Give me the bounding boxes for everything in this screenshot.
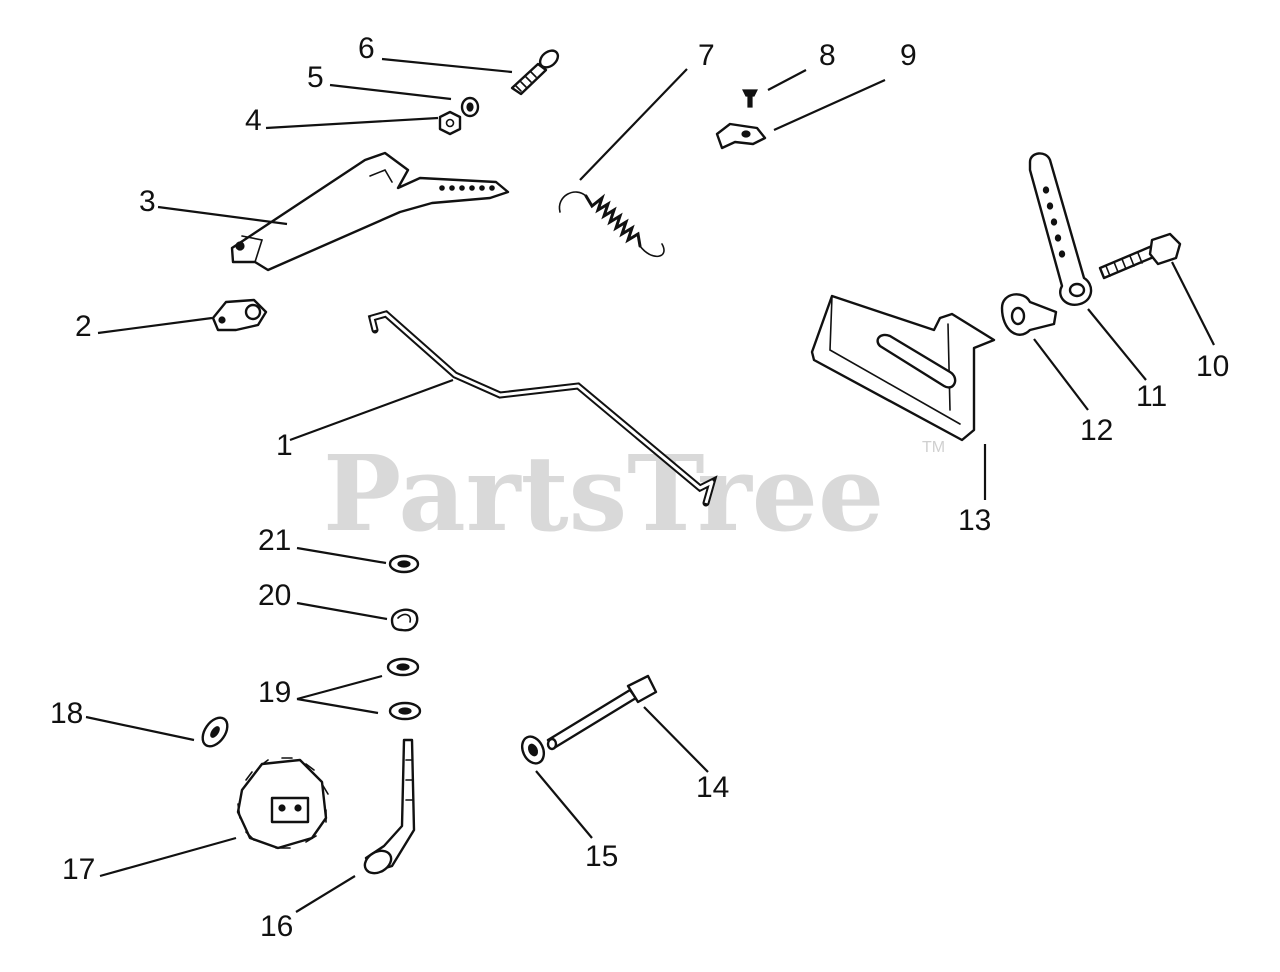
- leader-14: [643, 706, 709, 773]
- callout-13: 13: [958, 504, 991, 537]
- leader-4: [265, 116, 439, 130]
- callout-15: 15: [585, 840, 618, 873]
- callout-4: 4: [245, 104, 262, 137]
- watermark-trademark: TM: [922, 439, 945, 456]
- part-13-control-bracket[interactable]: [810, 294, 996, 442]
- part-17-governor-gear[interactable]: [236, 757, 329, 850]
- leader-21: [296, 546, 387, 565]
- part-16-governor-shaft[interactable]: [361, 738, 416, 878]
- callout-3: 3: [139, 185, 156, 218]
- part-14-pin[interactable]: [546, 674, 658, 751]
- callout-11: 11: [1136, 380, 1167, 413]
- part-11-throttle-lever[interactable]: [1028, 152, 1093, 306]
- leader-16: [295, 875, 356, 913]
- part-5-washer[interactable]: [460, 96, 480, 118]
- part-15-washer[interactable]: [518, 733, 548, 767]
- callout-8: 8: [819, 39, 836, 72]
- part-1-governor-rod[interactable]: [367, 310, 718, 507]
- part-12-tab-washer[interactable]: [1000, 293, 1058, 336]
- callout-7: 7: [698, 39, 715, 72]
- leader-17: [99, 836, 237, 878]
- part-9-clip[interactable]: [715, 122, 767, 150]
- callout-10: 10: [1196, 350, 1229, 383]
- leader-18: [85, 715, 195, 742]
- leader-1: [289, 378, 454, 442]
- callout-17: 17: [62, 853, 95, 886]
- callout-5: 5: [307, 61, 324, 94]
- part-3-governor-lever[interactable]: [230, 151, 510, 272]
- callout-18: 18: [50, 697, 83, 730]
- leader-19b: [296, 697, 379, 715]
- callout-21: 21: [258, 524, 291, 557]
- part-20-retainer[interactable]: [390, 608, 419, 632]
- callout-1: 1: [276, 429, 293, 462]
- callout-14: 14: [696, 771, 729, 804]
- callout-6: 6: [358, 32, 375, 65]
- part-10-bolt[interactable]: [1098, 232, 1182, 280]
- leader-3: [157, 205, 288, 226]
- part-2-clip[interactable]: [211, 298, 268, 332]
- leader-9: [773, 78, 886, 132]
- part-7-spring[interactable]: [558, 191, 665, 258]
- callout-19: 19: [258, 676, 291, 709]
- callout-20: 20: [258, 579, 291, 612]
- leader-11: [1087, 308, 1147, 381]
- callout-12: 12: [1080, 414, 1113, 447]
- part-4-nut[interactable]: [438, 110, 462, 136]
- leader-15: [535, 770, 593, 839]
- leader-8: [767, 69, 807, 91]
- leader-20: [296, 601, 388, 621]
- callout-labels: 1 2 3 4 5 6 7 8 9 10 11 12 13 14 15 16 1…: [50, 32, 1229, 943]
- part-19-washers[interactable]: [386, 657, 422, 721]
- part-8-screw[interactable]: [742, 89, 758, 108]
- leader-7: [579, 68, 688, 181]
- leader-10: [1171, 261, 1215, 346]
- callout-9: 9: [900, 39, 917, 72]
- part-21-washer[interactable]: [388, 554, 420, 574]
- part-6-bolt[interactable]: [510, 47, 561, 96]
- leader-2: [97, 316, 213, 335]
- watermark-text: PartsTree: [323, 432, 884, 555]
- leader-19a: [296, 674, 383, 701]
- leader-5: [329, 83, 452, 101]
- leader-6: [381, 57, 513, 74]
- callout-16: 16: [260, 910, 293, 943]
- part-18-washer[interactable]: [198, 713, 233, 751]
- callout-2: 2: [75, 310, 92, 343]
- leader-12: [1033, 338, 1089, 411]
- leader-lines: [85, 57, 1215, 913]
